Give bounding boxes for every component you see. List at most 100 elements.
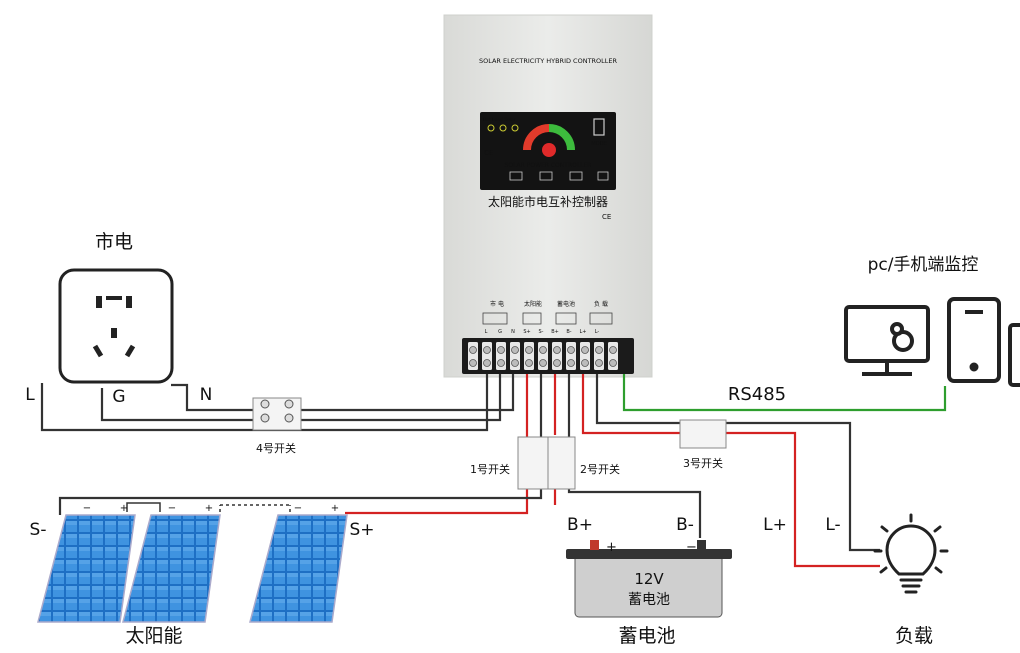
load-label: 负载 [895,625,933,647]
wire-battery-minus [567,374,702,538]
terminal-label: S+ [523,329,530,335]
panel-terminal-minus: − [83,503,91,514]
wire-load-plus [581,374,880,568]
monitor-label: pc/手机端监控 [868,255,979,275]
switch-screw [260,399,270,409]
switch-screw [284,399,294,409]
load-minus-label: L- [825,515,840,535]
battery-terminal-minus: − [686,540,697,555]
solar-panel-1 [37,514,136,623]
panel-terminal-plus: + [120,503,128,514]
battery-terminal-plus: + [606,540,617,555]
terminal-screw-head [469,359,477,367]
switch-4[interactable] [252,397,302,431]
gauge-icon [523,124,550,151]
terminal-screw-head [567,346,575,354]
switch-3[interactable] [679,419,727,449]
switch-3-label: 3号开关 [683,456,723,470]
terminal-label: L+ [580,329,587,335]
terminal-label: L [485,329,488,335]
terminal-label: B+ [551,329,559,335]
solar-label: 太阳能 [125,625,182,647]
controller-title-cn: 太阳能市电互补控制器 [488,194,608,209]
wire-load-minus [595,374,880,552]
switch-screw [284,413,294,423]
group-label-battery: 蓄电池 [557,300,575,308]
grid-label: 市电 [95,231,133,253]
pc-monitor-icon [844,305,930,376]
terminal-screw-head [567,359,575,367]
power-socket-icon [58,268,174,384]
rs485-label: RS485 [728,384,786,405]
panel-top-left: Bat Load Solar [483,117,516,123]
solar-minus-label: S- [30,520,47,540]
switch-4-label: 4号开关 [256,441,296,455]
terminal-screw-head [497,359,505,367]
panel-subtitle: SOLAR POWER CONTROLLER [505,162,592,169]
terminal-screw-head [483,346,491,354]
terminal-screw-head [581,359,589,367]
wire-solar-minus [58,374,543,515]
switch-screw [260,413,270,423]
battery-label: 蓄电池 [618,625,675,647]
controller-header: SOLAR ELECTRICITY HYBRID CONTROLLER [479,57,618,65]
battery-icon [566,540,732,618]
wire-grid-N [171,374,515,412]
wire-rs485 [622,374,947,412]
terminal-label: N [511,329,515,335]
load-plus-label: L+ [763,515,787,535]
wire-panel-jumper [126,502,161,512]
ce-mark: CE [602,213,611,221]
wire-label-L: L [25,385,35,405]
mobile-phone-icon [947,297,1020,387]
light-bulb-icon [873,513,949,594]
terminal-label: B- [566,329,571,335]
terminal-label: S- [539,329,544,335]
ce-panel-mark: CE [484,149,493,157]
switch-1[interactable] [517,436,549,490]
terminal-screw-head [553,359,561,367]
solar-panel-2 [122,514,221,623]
terminal-screw-head [539,359,547,367]
terminal-screw-head [553,346,561,354]
terminal-label: G [498,329,502,335]
terminal-screw-head [525,359,533,367]
terminal-screw-head [483,359,491,367]
controller: SOLAR ELECTRICITY HYBRID CONTROLLER Bat … [443,14,653,378]
controller-body [443,14,653,378]
group-label-solar: 太阳能 [524,300,542,308]
terminal-screws [468,342,618,370]
terminal-screw-head [497,346,505,354]
solar-panel-3 [249,514,348,623]
battery-voltage: 12V [634,570,664,588]
panel-terminal-minus: − [294,503,302,514]
terminal-screw-head [469,346,477,354]
switch-2[interactable] [547,436,576,490]
terminal-label: L- [595,329,600,335]
wire-solar-plus [345,374,529,515]
terminal-labels: L G N S+ S- B+ B- L+ L- [485,329,600,335]
terminal-screw-head [511,359,519,367]
wire-label-N: N [200,385,213,405]
panel-terminal-plus: + [331,503,339,514]
wire-panel-jumper [219,504,291,512]
battery-minus-label: B- [676,515,694,535]
mode-button[interactable] [593,118,605,136]
panel-terminal-plus: + [205,503,213,514]
panel-terminal-minus: − [168,503,176,514]
group-label-grid: 市 电 [490,300,504,308]
terminal-screw-head [609,346,617,354]
battery-plus-label: B+ [567,515,593,535]
group-label-load: 负 载 [594,300,608,308]
terminal-screw-head [581,346,589,354]
terminal-screw-head [609,359,617,367]
battery-name: 蓄电池 [628,592,670,608]
mode-label: MODE [591,141,606,147]
solar-plus-label: S+ [349,520,374,540]
terminal-screw-head [539,346,547,354]
switch-2-label: 2号开关 [580,462,620,476]
wire-label-G: G [112,387,125,407]
terminal-screw-head [525,346,533,354]
terminal-screw-head [595,346,603,354]
